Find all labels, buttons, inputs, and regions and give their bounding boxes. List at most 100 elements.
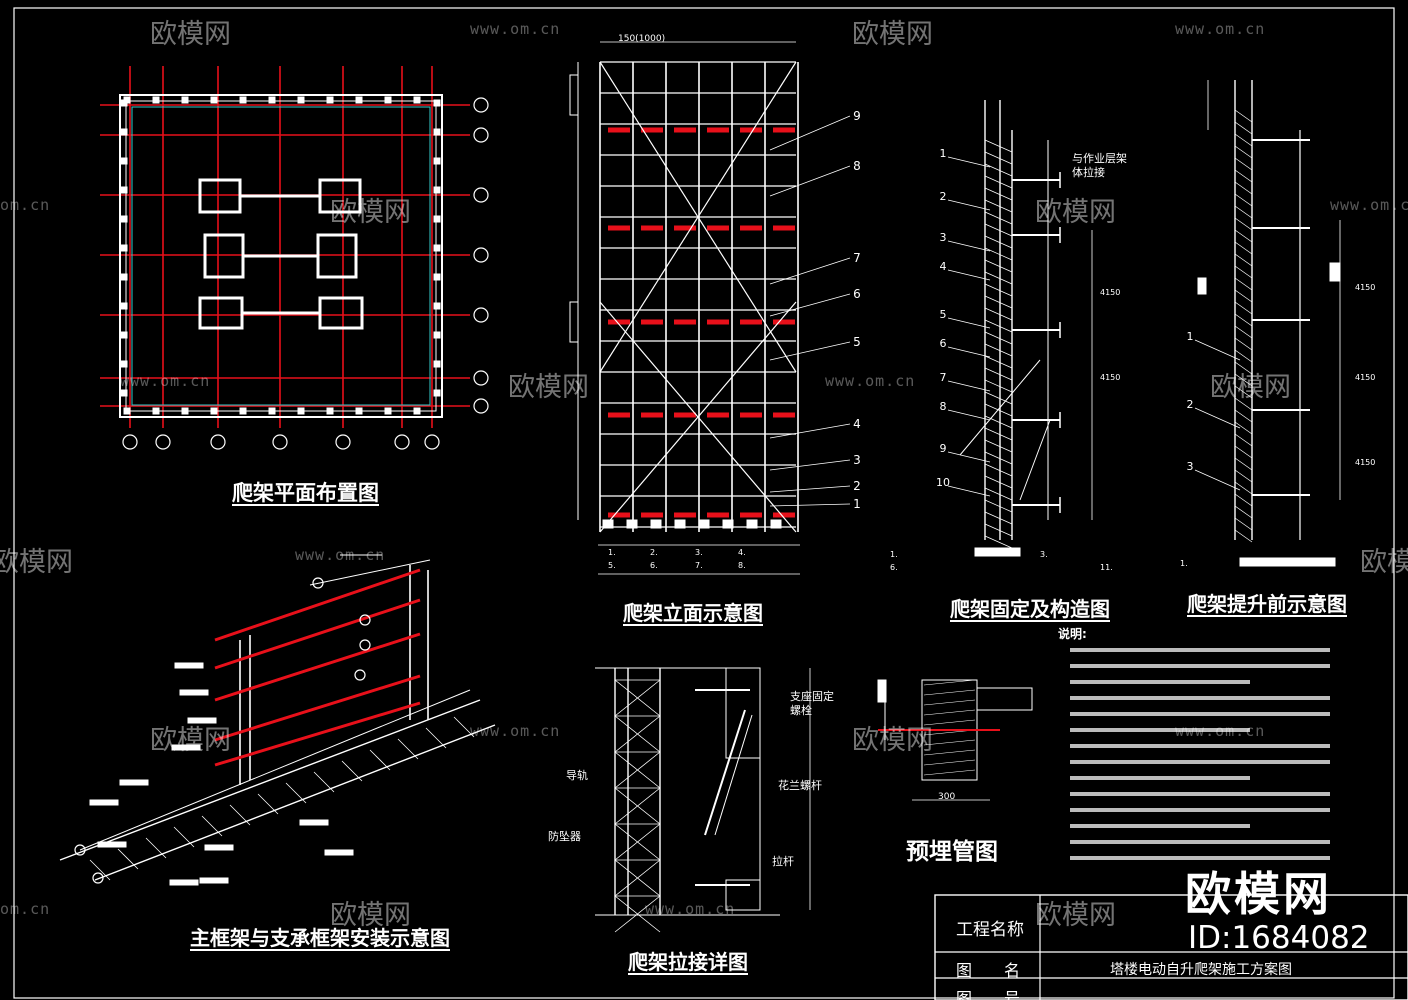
watermark-url: www.om.cn xyxy=(1330,196,1408,214)
lifting-lattice xyxy=(1234,349,1253,363)
elevation-callout-leader xyxy=(769,459,851,471)
lifting-mark xyxy=(1197,277,1207,295)
frame3d-hoist xyxy=(312,577,324,589)
elevation-callout-number: 2 xyxy=(853,479,861,493)
fixing-lattice xyxy=(984,199,1013,213)
plan-anchor xyxy=(433,99,441,107)
fixing-lattice xyxy=(984,451,1013,465)
elevation-legend: 7. xyxy=(695,561,703,570)
elevation-legend: 1. xyxy=(608,548,616,557)
plan-anchor xyxy=(384,407,392,415)
elevation-bottom-truss xyxy=(626,519,638,529)
fixing-lattice xyxy=(984,439,1013,453)
grid-bubble xyxy=(473,247,489,263)
tie-lattice xyxy=(614,895,661,933)
plan-anchor xyxy=(384,96,392,104)
tie-lattice xyxy=(614,859,661,897)
fixing-callout-number: 4 xyxy=(940,260,947,273)
elevation-callout-leader xyxy=(769,485,851,493)
elevation-callout-number: 8 xyxy=(853,159,861,173)
plan-anchor xyxy=(433,389,441,397)
plan-anchor xyxy=(433,186,441,194)
frame3d-callout-tag xyxy=(97,841,127,848)
frame3d-truss-web xyxy=(369,749,391,771)
pipe-dim: 300 xyxy=(938,792,956,802)
elevation-callout-leader xyxy=(769,257,851,285)
frame3d-truss-chord xyxy=(79,689,471,851)
fixing-callout-number: 10 xyxy=(936,476,950,489)
elevation-bottom-truss xyxy=(746,519,758,529)
lifting-lattice xyxy=(1234,169,1253,183)
plan-drawing-title: 爬架平面布置图 xyxy=(232,481,379,505)
lifting-lattice xyxy=(1234,193,1253,207)
fixing-lattice xyxy=(984,379,1013,393)
frame3d-truss-web xyxy=(341,760,363,782)
plan-anchor xyxy=(355,407,363,415)
pipe-hatch xyxy=(923,679,976,686)
watermark-url: om.cn xyxy=(0,196,51,214)
plan-anchor xyxy=(123,407,131,415)
plan-anchor xyxy=(210,96,218,104)
lifting-callout-leader xyxy=(1194,407,1241,429)
lifting-mark xyxy=(1329,262,1341,282)
plan-anchor xyxy=(120,389,128,397)
frame3d-callout-tag xyxy=(179,689,209,696)
tie-drawing-title: 爬架拉接详图 xyxy=(628,950,748,974)
frame3d-truss-web xyxy=(229,804,251,826)
plan-anchor xyxy=(120,128,128,136)
frame3d-callout-tag xyxy=(324,849,354,856)
fixing-lattice xyxy=(984,319,1013,333)
fixing-lattice xyxy=(984,427,1013,441)
frame3d-callout-tag xyxy=(89,799,119,806)
elevation-legend: 3. xyxy=(695,548,703,557)
elevation-legend: 5. xyxy=(608,561,616,570)
frame3d-drawing-title: 主框架与支承框架安装示意图 xyxy=(190,926,450,950)
frame3d-callout-tag xyxy=(174,662,204,669)
plan-anchor xyxy=(297,407,305,415)
plan-anchor xyxy=(433,331,441,339)
lifting-lattice xyxy=(1234,373,1253,387)
fixing-lattice xyxy=(984,175,1013,189)
plan-anchor xyxy=(120,186,128,194)
fixing-callout-number: 6 xyxy=(940,337,947,350)
plan-outline xyxy=(119,94,443,418)
plan-anchor xyxy=(239,407,247,415)
elevation-legend: 2. xyxy=(650,548,658,557)
core-wall xyxy=(198,296,244,330)
title-block xyxy=(934,894,1408,1000)
tie-label-guide-rail: 导轨 xyxy=(566,769,588,782)
lifting-lattice xyxy=(1234,397,1253,411)
pipe-drawing-title: 预埋管图 xyxy=(906,839,998,865)
lifting-legend-block xyxy=(1239,557,1336,567)
frame3d-truss-web xyxy=(453,716,475,738)
plan-anchor xyxy=(433,157,441,165)
fixing-callout-number: 9 xyxy=(940,442,947,455)
frame3d-callout-tag xyxy=(171,744,201,751)
watermark-brand: 欧模网 xyxy=(150,725,231,756)
grid-bubble xyxy=(473,307,489,323)
fixing-drawing-title: 爬架固定及构造图 xyxy=(950,597,1110,621)
frame3d-truss-web xyxy=(173,826,195,848)
title-block-sheet-label: 图 号 xyxy=(956,989,1021,1000)
fixing-lattice xyxy=(984,247,1013,261)
fixing-lattice xyxy=(984,355,1013,369)
watermark-brand: 欧模网 xyxy=(330,197,411,228)
pipe-hatch xyxy=(923,769,976,776)
lifting-lattice xyxy=(1234,421,1253,435)
frame3d-wheel xyxy=(74,844,86,856)
elevation-callout-number: 6 xyxy=(853,287,861,301)
fixing-legend: 11. xyxy=(1100,563,1113,572)
fixing-callout-leader xyxy=(947,269,991,281)
fixing-legend: 1. xyxy=(890,550,898,559)
elevation-bottom-truss xyxy=(650,519,662,529)
frame3d-truss-web xyxy=(285,782,307,804)
plan-anchor xyxy=(433,244,441,252)
frame3d-red-rail xyxy=(214,598,421,670)
elevation-top-dim: 150(1000) xyxy=(618,34,666,44)
lifting-lattice xyxy=(1234,469,1253,483)
fixing-lattice xyxy=(984,283,1013,297)
plan-anchor xyxy=(152,407,160,415)
grid-bubble xyxy=(394,434,410,450)
lifting-lattice xyxy=(1234,109,1253,123)
model-id: ID:1684082 xyxy=(1188,920,1370,956)
